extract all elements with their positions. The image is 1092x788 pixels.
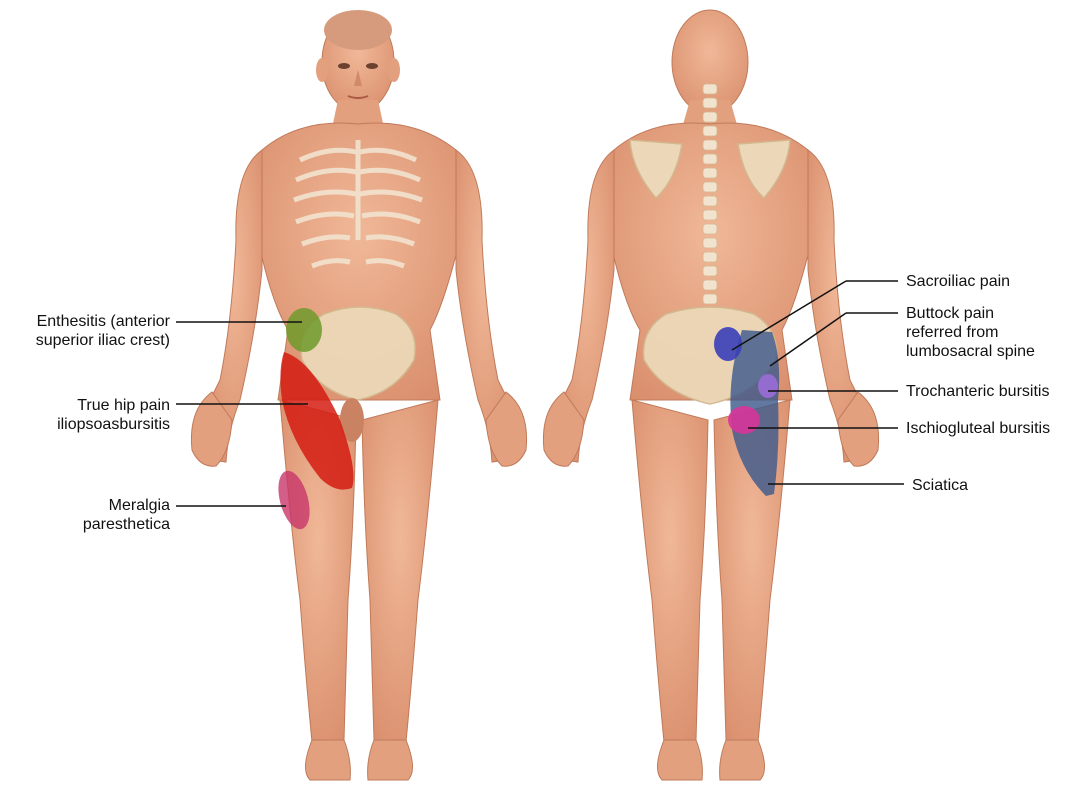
front-right-leg [362, 400, 438, 742]
enthesitis-region [286, 308, 322, 352]
label-sciatica: Sciatica [912, 476, 968, 495]
front-left-eye [338, 63, 350, 69]
back-left-foot [657, 740, 702, 780]
front-left-foot [305, 740, 350, 780]
front-body-figure [191, 10, 526, 780]
label-buttock: Buttock pain referred from lumbosacral s… [906, 304, 1035, 361]
label-enthesitis: Enthesitis (anterior superior iliac cres… [36, 312, 170, 350]
trochanteric-region [758, 374, 778, 398]
back-left-leg [632, 400, 708, 742]
front-left-ear [316, 58, 328, 82]
front-right-ear [388, 58, 400, 82]
label-true-hip-pain: True hip pain iliopsoasbursitis [57, 396, 170, 434]
back-right-foot [720, 740, 765, 780]
front-hair [324, 10, 392, 50]
label-trochanteric: Trochanteric bursitis [906, 382, 1049, 401]
front-right-foot [368, 740, 413, 780]
label-meralgia: Meralgia paresthetica [83, 496, 170, 534]
front-right-eye [366, 63, 378, 69]
label-ischiogluteal: Ischiogluteal bursitis [906, 419, 1050, 438]
sacroiliac-region [714, 327, 742, 361]
ischiogluteal-region [728, 406, 760, 434]
label-sacroiliac: Sacroiliac pain [906, 272, 1010, 291]
back-body-figure [543, 10, 878, 780]
